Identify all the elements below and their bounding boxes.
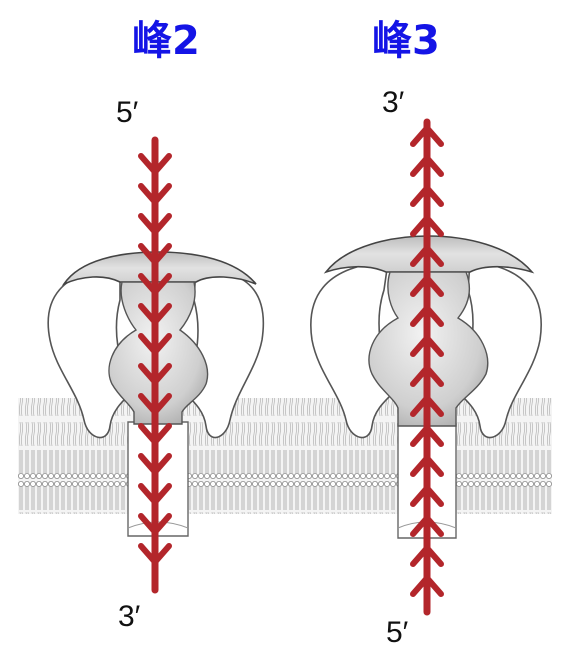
- panel-2-bottom-terminus-label: 5′: [386, 616, 408, 650]
- panel-2-top-terminus-label: 3′: [382, 86, 404, 120]
- panel-1-top-terminus-label: 5′: [116, 96, 138, 130]
- panel-1-bottom-terminus-label: 3′: [118, 600, 140, 634]
